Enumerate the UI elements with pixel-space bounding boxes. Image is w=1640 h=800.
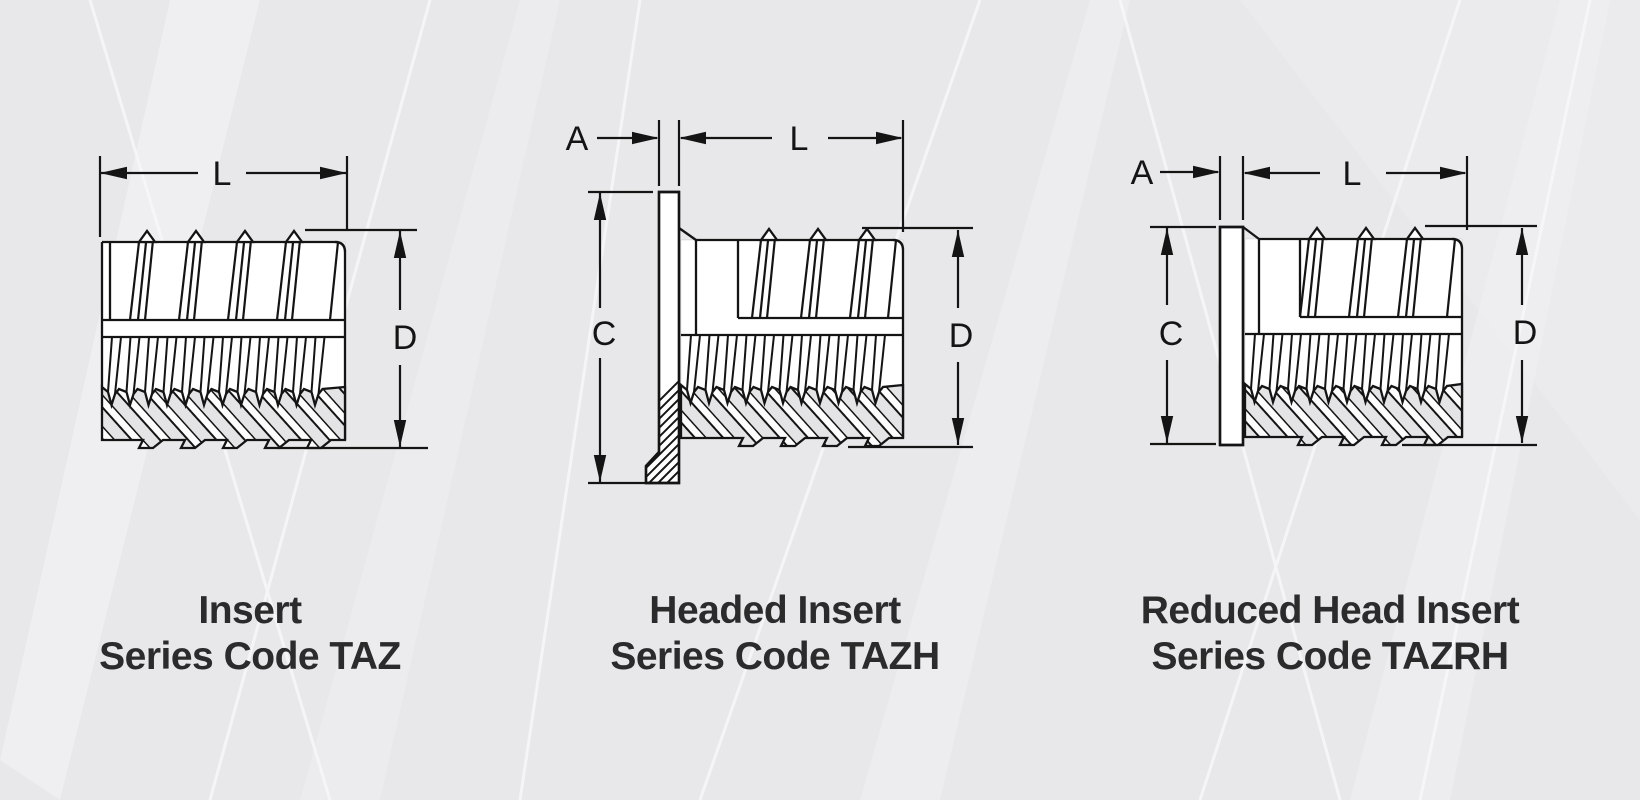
background-streak [300, 0, 560, 800]
tazrh-body [1242, 226, 1464, 447]
tazrh-dims [1150, 156, 1537, 447]
tazh-dim-label-A: A [566, 120, 589, 158]
tazrh-dim-label-D: D [1513, 314, 1538, 352]
tazh-dim-label-C: C [592, 315, 617, 353]
tazrh-dim-label-C: C [1159, 315, 1184, 353]
caption-line: Reduced Head Insert [1140, 589, 1520, 632]
taz-body [100, 229, 347, 450]
tazh-caption: Headed Insert Series Code TAZH [575, 588, 975, 680]
tazrh-dim-label-A: A [1131, 154, 1154, 192]
tazh-body [678, 227, 905, 448]
taz-caption: Insert Series Code TAZ [50, 588, 450, 680]
tazrh-head [1218, 225, 1245, 447]
caption-line: Series Code TAZ [99, 635, 401, 678]
background-streak [860, 0, 1130, 800]
taz-dim-label-L: L [213, 155, 232, 193]
tazh-dim-label-L: L [790, 120, 809, 158]
caption-line: Insert [198, 589, 302, 632]
tazh-dim-label-D: D [949, 317, 974, 355]
tazh-drawing: A L C D [566, 120, 974, 485]
background-streak [1350, 0, 1610, 800]
caption-line: Headed Insert [649, 589, 901, 632]
caption-line: Series Code TAZRH [1151, 635, 1509, 678]
caption-line: Series Code TAZH [610, 635, 940, 678]
taz-drawing: L D [98, 155, 428, 450]
tazrh-dim-label-L: L [1343, 155, 1362, 193]
tazrh-drawing: A L C D [1131, 154, 1538, 447]
tazh-dims [588, 120, 973, 485]
taz-dim-label-D: D [393, 319, 418, 357]
tazrh-caption: Reduced Head Insert Series Code TAZRH [1080, 588, 1580, 680]
taz-dims [98, 156, 428, 450]
